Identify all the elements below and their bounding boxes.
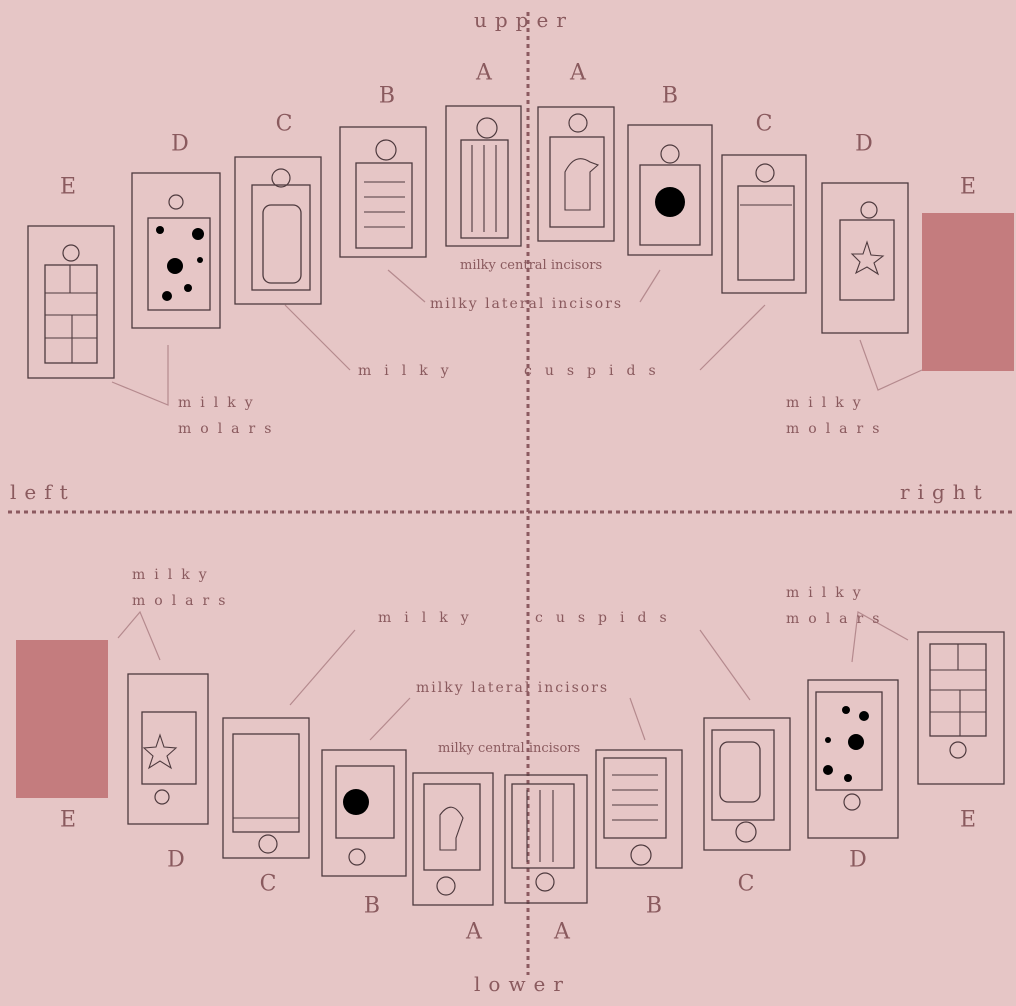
tooth-lower-right-A <box>505 775 587 903</box>
tooth-lower-right-E <box>918 632 1004 784</box>
letter-lower-right-E: E <box>960 808 976 833</box>
label-right: right <box>900 480 990 504</box>
tooth-upper-right-D <box>822 183 908 333</box>
tooth-upper-right-B <box>628 125 712 255</box>
letter-upper-left-B: B <box>379 84 395 109</box>
label-lower-cuspids-1: milky <box>378 610 482 626</box>
letter-upper-right-E: E <box>960 175 976 200</box>
label-upper: upper <box>474 8 574 32</box>
label-upper-cuspids-2: cuspids <box>524 363 669 379</box>
label-upper-cuspids-1: milky <box>358 363 462 379</box>
tooth-upper-left-C <box>235 157 321 304</box>
tooth-lower-left-A <box>413 773 493 905</box>
tooth-upper-left-B <box>340 127 426 257</box>
highlight-lower-left-E <box>16 640 108 798</box>
label-lower-central-incisors: milky central incisors <box>438 741 580 756</box>
letter-lower-right-C: C <box>738 872 755 897</box>
tooth-upper-left-D <box>132 173 220 328</box>
tooth-lower-right-B <box>596 750 682 868</box>
letter-lower-left-D: D <box>167 848 185 873</box>
tooth-upper-right-A <box>538 107 614 241</box>
letter-upper-right-D: D <box>855 132 873 157</box>
letter-lower-left-E: E <box>60 808 76 833</box>
tooth-upper-right-C <box>722 155 806 293</box>
letter-lower-left-A: A <box>466 920 482 945</box>
letter-lower-right-B: B <box>646 894 662 919</box>
letter-lower-left-B: B <box>364 894 380 919</box>
label-lower-cuspids-2: cuspids <box>535 610 680 626</box>
tooth-upper-left-E <box>28 226 114 378</box>
letter-upper-right-B: B <box>662 84 678 109</box>
label-lower-lateral-incisors: milky lateral incisors <box>416 680 609 696</box>
tooth-lower-left-D <box>128 674 208 824</box>
letter-upper-left-A: A <box>476 61 492 86</box>
label-lower: lower <box>474 972 571 996</box>
tooth-lower-left-B <box>322 750 406 876</box>
letter-upper-left-E: E <box>60 175 76 200</box>
letter-lower-left-C: C <box>260 872 277 897</box>
letter-upper-right-C: C <box>756 112 773 137</box>
letter-upper-left-C: C <box>276 112 293 137</box>
upper-leader-lines <box>112 270 922 405</box>
letter-lower-right-D: D <box>849 848 867 873</box>
highlight-upper-right-E <box>922 213 1014 371</box>
tooth-lower-right-C <box>704 718 790 850</box>
letter-upper-right-A: A <box>570 61 586 86</box>
tooth-lower-left-C <box>223 718 309 858</box>
letter-lower-right-A: A <box>554 920 570 945</box>
label-upper-lateral-incisors: milky lateral incisors <box>430 296 623 312</box>
label-upper-central-incisors: milky central incisors <box>460 258 602 273</box>
label-left: left <box>10 480 76 504</box>
tooth-upper-left-A <box>446 106 521 246</box>
tooth-lower-right-D <box>808 680 898 838</box>
letter-upper-left-D: D <box>171 132 189 157</box>
